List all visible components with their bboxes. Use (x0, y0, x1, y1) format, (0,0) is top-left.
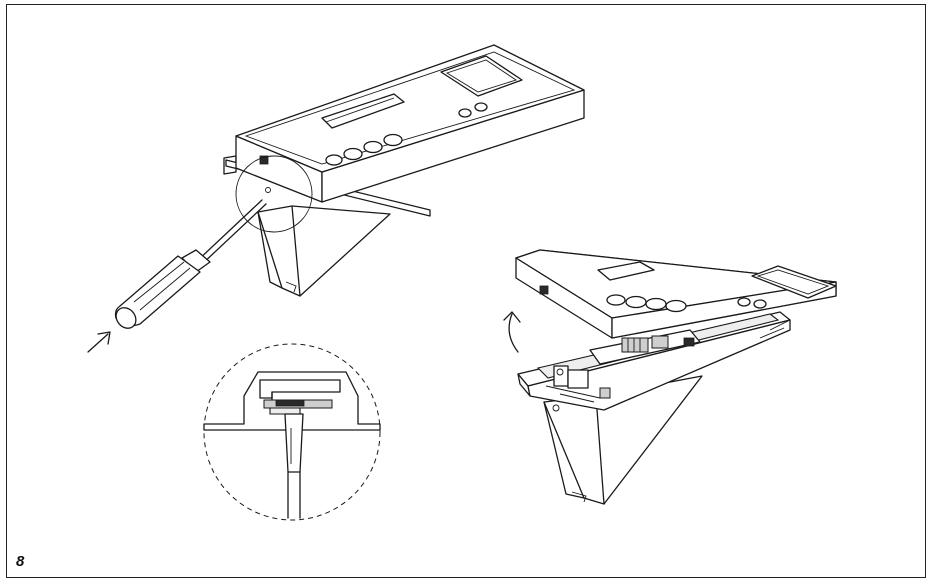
button (325, 154, 343, 166)
figure-number: 8 (16, 553, 25, 570)
display-window (440, 55, 523, 97)
rotate-arrow-icon (503, 311, 521, 353)
detail-highlight-circle (235, 155, 313, 233)
device-closed (223, 44, 585, 297)
wall-bracket (257, 205, 391, 297)
device-opened (515, 249, 837, 505)
detail-magnified-view (203, 343, 381, 521)
screwdriver (114, 199, 267, 329)
push-arrow-icon (87, 331, 111, 353)
